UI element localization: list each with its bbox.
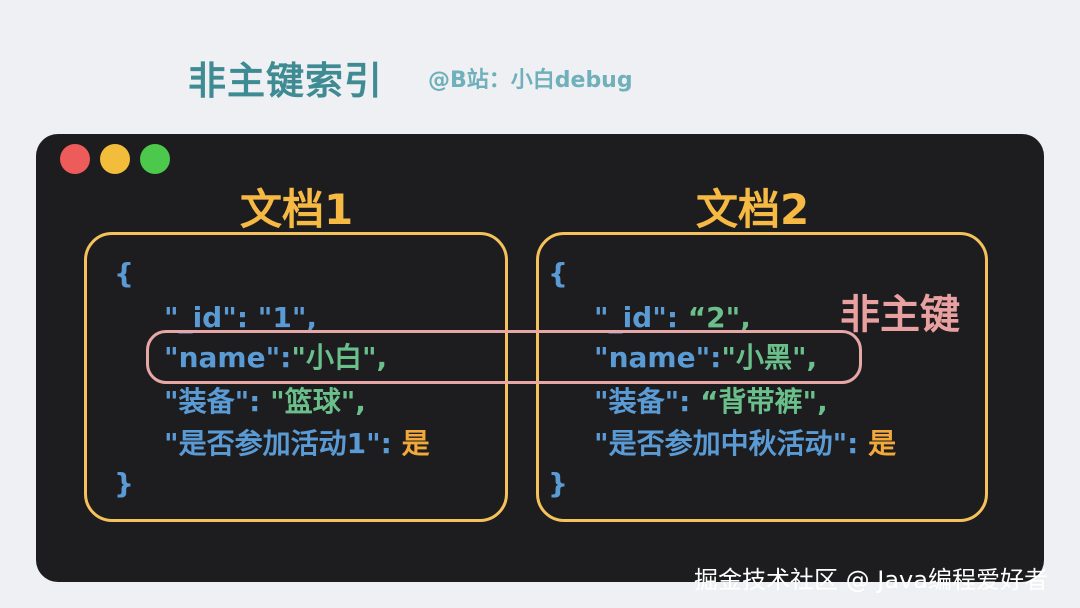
doc2-line-name: "name":"小黑", — [594, 338, 817, 378]
author-credit: @B站：小白debug — [428, 68, 633, 93]
doc2-open-brace: { — [548, 257, 568, 290]
doc1-id-key: "_id": — [164, 301, 258, 334]
doc1-line-equipment: "装备": "篮球", — [164, 382, 366, 422]
doc2-title: 文档2 — [696, 185, 810, 234]
doc1-open-brace: { — [114, 257, 134, 290]
doc1-activity-value: 是 — [401, 427, 430, 460]
doc1-equipment-value: "篮球", — [270, 385, 366, 418]
doc1-box — [84, 232, 508, 522]
doc1-line-name: "name":"小白", — [164, 338, 387, 378]
doc1-line-activity: "是否参加活动1": 是 — [164, 424, 430, 464]
doc2-equipment-value: “背带裤", — [700, 385, 828, 418]
doc2-id-value: “2", — [687, 301, 751, 334]
doc2-name-key: "name": — [594, 341, 722, 374]
doc2-box — [536, 232, 988, 522]
doc2-equipment-key: "装备": — [594, 385, 701, 418]
doc1-name-value: "小白", — [291, 341, 388, 374]
window-close-dot-icon — [60, 144, 90, 174]
doc2-activity-key: "是否参加中秋活动": — [594, 427, 869, 460]
doc2-name-value: "小黑", — [721, 341, 818, 374]
doc1-title: 文档1 — [240, 185, 354, 234]
doc2-activity-value: 是 — [868, 427, 897, 460]
doc2-close-brace: } — [548, 467, 568, 500]
non-primary-key-label: 非主键 — [840, 292, 960, 338]
page-title: 非主键索引 — [188, 59, 384, 103]
doc2-line-id: "_id": “2", — [594, 298, 751, 338]
code-window: 文档1 { "_id": "1", "name":"小白", "装备": "篮球… — [36, 134, 1044, 582]
non-primary-key-highlight — [146, 330, 862, 384]
watermark: 掘金技术社区 @ Java编程爱好者 — [694, 566, 1048, 594]
doc1-activity-key: "是否参加活动1": — [164, 427, 402, 460]
doc2-line-equipment: "装备": “背带裤", — [594, 382, 828, 422]
window-maximize-dot-icon — [140, 144, 170, 174]
doc1-id-value: "1", — [257, 301, 318, 334]
doc2-line-activity: "是否参加中秋活动": 是 — [594, 424, 896, 464]
doc1-close-brace: } — [114, 467, 134, 500]
doc1-line-id: "_id": "1", — [164, 298, 317, 338]
doc1-name-key: "name": — [164, 341, 292, 374]
doc1-equipment-key: "装备": — [164, 385, 271, 418]
doc2-id-key: "_id": — [594, 301, 688, 334]
window-minimize-dot-icon — [100, 144, 130, 174]
